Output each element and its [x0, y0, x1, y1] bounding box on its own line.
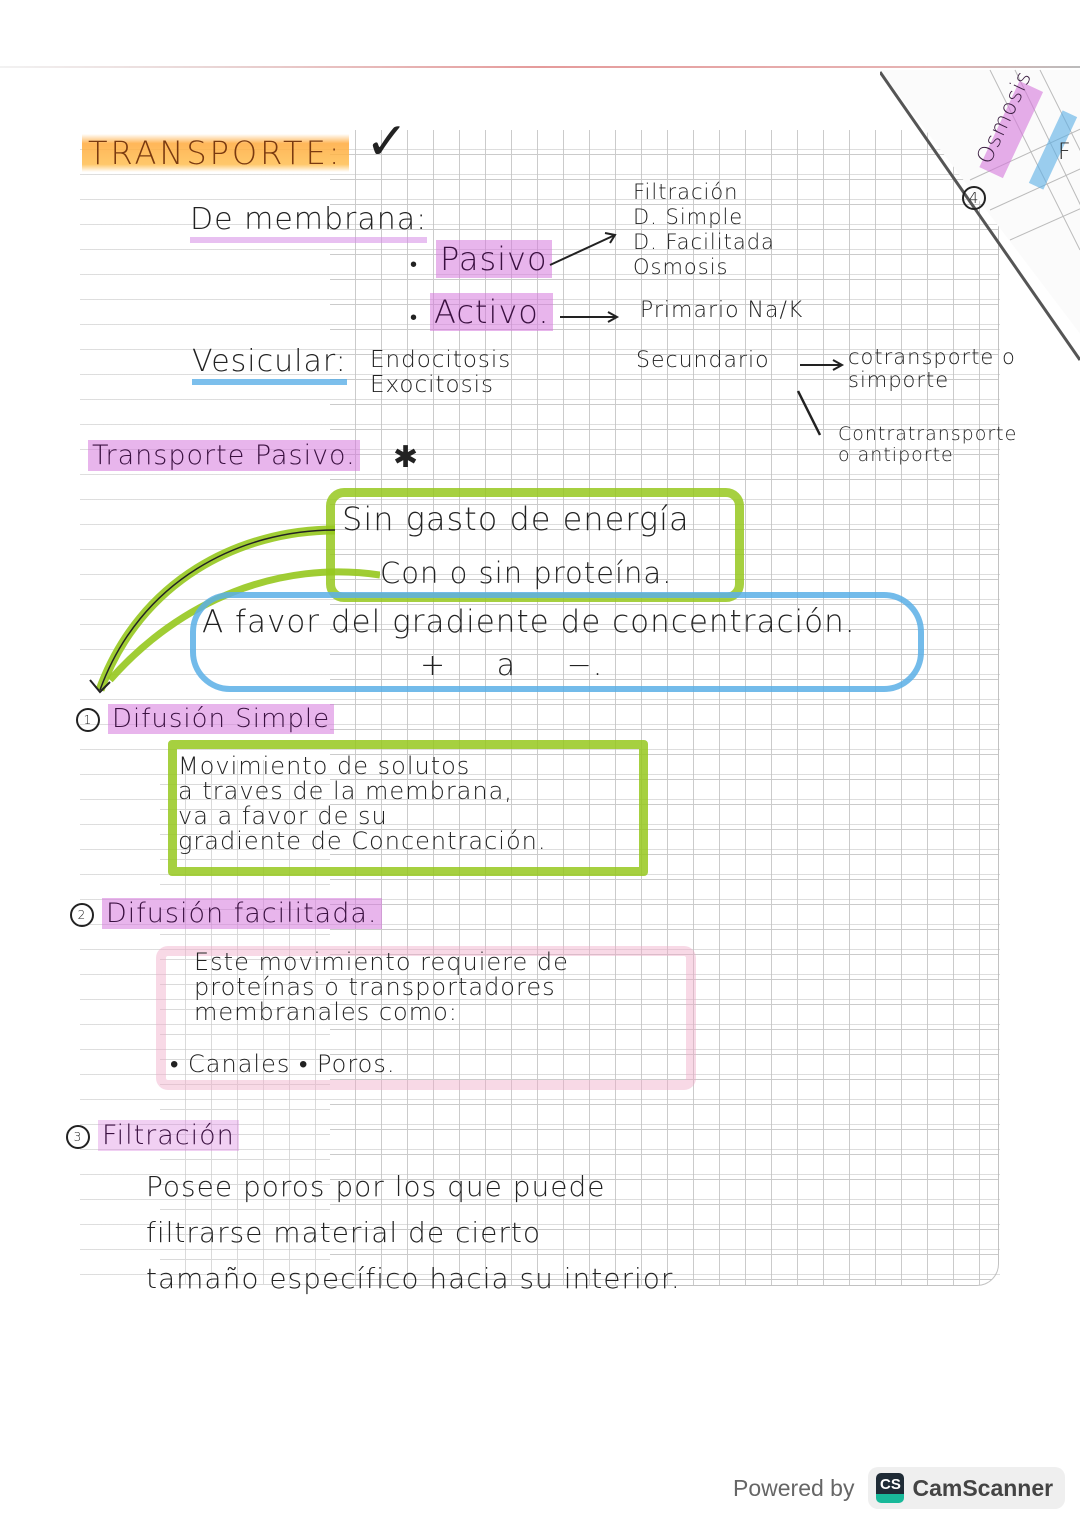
camscanner-watermark: Powered by CS CamScanner — [733, 1465, 1066, 1511]
item-2-title: Difusión facilitada. — [102, 898, 382, 929]
green-line-1: Sin gasto de energía — [342, 500, 690, 538]
number-1-icon: 1 — [76, 707, 100, 732]
camscanner-badge: CS CamScanner — [868, 1467, 1066, 1509]
body-line: va a favor de su — [178, 802, 388, 830]
passive-type: Osmosis — [633, 255, 729, 279]
branch-arrows-icon — [796, 359, 845, 436]
arrow-icon — [549, 232, 620, 323]
fold-partial-letter: F — [1058, 140, 1072, 165]
camscanner-brand: CamScanner — [912, 1474, 1054, 1501]
item-3-heading: 3 Filtración — [66, 1120, 239, 1151]
cotransport-line: cotransporte o — [848, 345, 1016, 369]
active-secondary: Secundario — [636, 348, 770, 373]
body-line: a traves de la membrana, — [178, 777, 513, 805]
camscanner-logo-icon: CS — [876, 1473, 905, 1503]
page-top-edge — [0, 66, 1080, 68]
body-line: proteínas o transportadores — [194, 973, 556, 1001]
vesicular-list: Endocitosis Exocitosis — [370, 348, 511, 398]
item-2-body: Este movimiento requiere de proteínas o … — [194, 950, 569, 1025]
fold-number: 4 — [962, 186, 986, 210]
bullet-passive: • — [410, 252, 419, 276]
active-primary: Primario Na/K — [640, 298, 804, 323]
item-3-body: Posee poros por los que puede filtrarse … — [146, 1164, 681, 1302]
powered-by-label: Powered by — [733, 1474, 855, 1501]
blue-outline-box — [190, 592, 924, 692]
passive-label: Pasivo — [436, 240, 552, 278]
body-line: membranales como: — [194, 998, 458, 1026]
green-outline-box-2 — [168, 740, 648, 876]
star-icon: ✱ — [393, 440, 420, 475]
graph-grid-left — [160, 760, 330, 1285]
countertransport-line: o antiporte — [838, 444, 954, 466]
vesicular-item: Endocitosis — [370, 347, 512, 373]
green-arrow-icon — [89, 525, 380, 694]
body-line: Movimiento de solutos — [178, 752, 471, 780]
body-line: Este movimiento requiere de — [194, 948, 569, 976]
body-line: gradiente de Concentración. — [178, 827, 547, 855]
item-1-body: Movimiento de solutos a traves de la mem… — [178, 754, 546, 854]
item-2-heading: 2 Difusión facilitada. — [70, 898, 382, 929]
item-3-title: Filtración — [98, 1120, 239, 1151]
folded-page-corner — [880, 69, 1080, 361]
passive-type: D. Simple — [633, 205, 744, 229]
passive-section-heading: Transporte Pasivo. — [88, 440, 360, 471]
body-line: Posee poros por los que puede — [146, 1170, 606, 1203]
cotransport-text: cotransporte o simporte — [848, 346, 1016, 392]
item-1-heading: 1 Difusión Simple — [76, 704, 335, 734]
body-line: tamaño específico hacia su interior. — [146, 1262, 681, 1295]
item-1-title: Difusión Simple — [108, 704, 335, 734]
body-line: filtrarse material de cierto — [146, 1216, 541, 1249]
passive-type: D. Facilitada — [633, 230, 775, 254]
bullet-active: • — [410, 305, 419, 329]
countertransport-text: Contratransporte o antiporte — [838, 424, 1017, 466]
green-line-2: Con o sin proteína. — [380, 556, 673, 590]
number-2-icon: 2 — [70, 902, 94, 927]
checkmark-icon: ✓ — [365, 112, 410, 172]
vesicular-label: Vesicular: — [192, 344, 347, 385]
item-2-bullets: • Canales • Poros. — [170, 1050, 396, 1078]
pink-outline-box — [156, 946, 696, 1090]
passive-type: Filtración — [633, 180, 739, 204]
vesicular-item: Exocitosis — [370, 372, 494, 398]
active-label: Activo. — [430, 293, 554, 331]
gradient-note: + a −. — [420, 648, 604, 683]
passive-types-list: Filtración D. Simple D. Facilitada Osmos… — [633, 180, 775, 280]
cotransport-line: simporte — [848, 368, 950, 392]
number-3-icon: 3 — [66, 1124, 90, 1149]
membrane-label: De membrana: — [190, 202, 428, 243]
countertransport-line: Contratransporte — [838, 423, 1018, 445]
blue-line: A favor del gradiente de concentración. — [202, 604, 856, 640]
page-title: TRANSPORTE: — [82, 134, 349, 172]
